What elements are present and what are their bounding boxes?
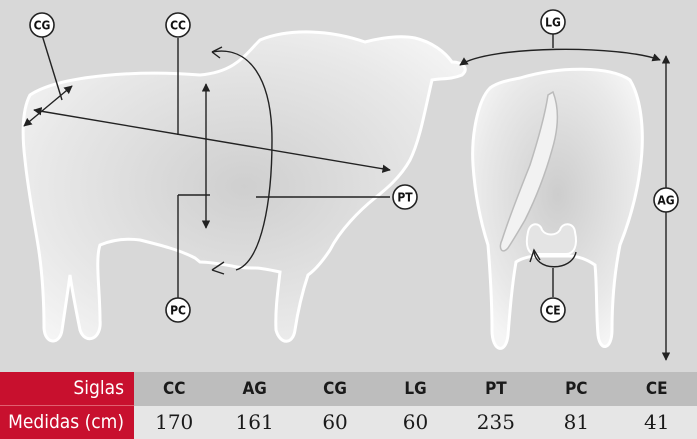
col-abbrev: CC: [162, 378, 186, 399]
measure-value: 170: [155, 410, 194, 435]
label-pc-text: PC: [170, 304, 186, 318]
measurements-table: Siglas CC AG CG LG PT PC CE Medidas (cm)…: [0, 372, 697, 439]
col-abbrev: PT: [485, 378, 507, 399]
label-cc-text: CC: [170, 19, 186, 33]
cattle-rear-silhouette: [471, 67, 644, 350]
measure-value: 60: [402, 410, 429, 435]
table-row-medidas: Medidas (cm) 170 161 60 60 235 81 41: [0, 405, 697, 439]
label-cg-text: CG: [34, 19, 51, 33]
table-row-siglas: Siglas CC AG CG LG PT PC CE: [0, 372, 697, 406]
cg-leader: [41, 34, 63, 101]
label-ce: CE: [540, 297, 566, 323]
measure-value: 60: [322, 410, 348, 435]
col-abbrev: LG: [404, 378, 427, 399]
cattle-measurement-diagram: CG CC LG PT AG PC CE: [21, 9, 679, 361]
label-ag-text: AG: [657, 194, 674, 208]
label-cg: CG: [29, 12, 55, 38]
label-lg-text: LG: [545, 16, 561, 30]
ce-arc-bottom: [533, 249, 577, 268]
col-abbrev: PC: [565, 378, 588, 399]
col-abbrev: CE: [645, 378, 668, 399]
col-abbrev: AG: [242, 378, 267, 399]
cc-arc-head-bottom: [211, 261, 225, 275]
row-header-siglas: Siglas: [0, 372, 134, 406]
tail-shape: [499, 90, 559, 252]
label-ce-text: CE: [545, 304, 560, 318]
col-abbrev: CG: [323, 378, 347, 399]
medidas-cells: 170 161 60 60 235 81 41: [134, 405, 697, 439]
cc-arc: [211, 50, 273, 271]
lg-arc: [459, 48, 661, 66]
ce-arc-head: [529, 248, 541, 263]
measure-value: 81: [563, 410, 590, 435]
cc-arc-head-top: [211, 46, 223, 59]
label-ag: AG: [653, 187, 679, 213]
siglas-cells: CC AG CG LG PT PC CE: [134, 372, 697, 406]
measure-lines: [23, 34, 671, 361]
label-pt: PT: [392, 184, 418, 210]
length-arrow: [33, 107, 391, 173]
label-pc: PC: [165, 297, 191, 323]
cg-arrow: [23, 85, 73, 127]
measure-value: 41: [644, 410, 670, 435]
label-cc: CC: [165, 12, 191, 38]
measure-value: 235: [476, 410, 515, 435]
measure-value: 161: [235, 410, 274, 435]
label-pt-text: PT: [397, 191, 413, 205]
row-header-medidas: Medidas (cm): [0, 405, 134, 439]
label-lg: LG: [540, 9, 566, 35]
